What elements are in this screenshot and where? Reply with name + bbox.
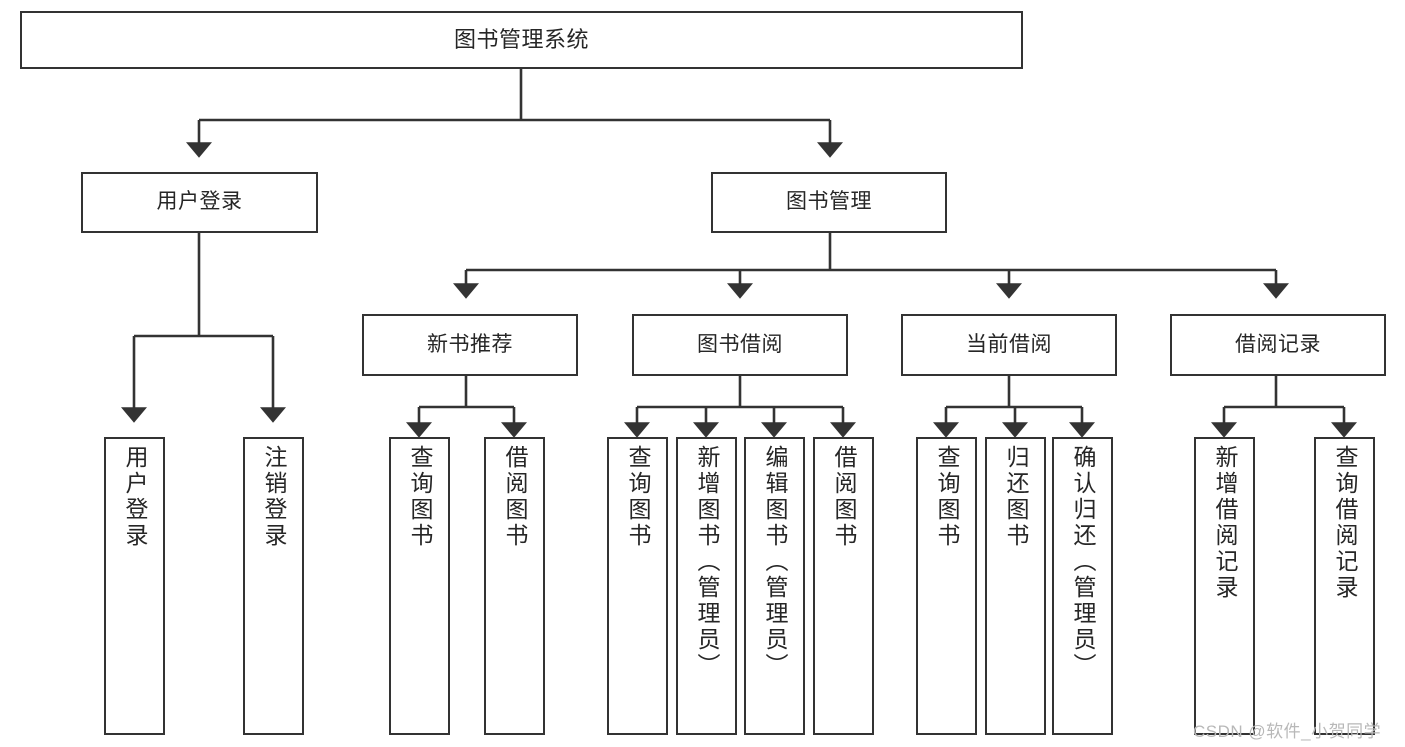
node-user-login-label: 用户登录 xyxy=(156,190,243,214)
leaf-nb-query-book[interactable]: 查询图书 xyxy=(389,437,450,735)
leaf-cb-return-book[interactable]: 归还图书 xyxy=(985,437,1046,735)
leaf-cb-confirm-return[interactable]: 确认归还（管理员） xyxy=(1052,437,1113,735)
node-current-borrow[interactable]: 当前借阅 xyxy=(901,314,1117,376)
leaf-br-query-record[interactable]: 查询借阅记录 xyxy=(1314,437,1375,735)
leaf-bb-query-book-label: 查询图书 xyxy=(625,445,651,549)
leaf-cb-query-book[interactable]: 查询图书 xyxy=(916,437,977,735)
leaf-bb-borrow-book-label: 借阅图书 xyxy=(831,445,857,549)
leaf-user-login[interactable]: 用户登录 xyxy=(104,437,165,735)
node-book-manage[interactable]: 图书管理 xyxy=(711,172,947,233)
leaf-bb-borrow-book[interactable]: 借阅图书 xyxy=(813,437,874,735)
leaf-nb-borrow-book-label: 借阅图书 xyxy=(502,445,528,549)
node-borrow-record[interactable]: 借阅记录 xyxy=(1170,314,1386,376)
node-root-system-label: 图书管理系统 xyxy=(453,27,589,53)
node-current-borrow-label: 当前借阅 xyxy=(966,332,1052,356)
node-root-system[interactable]: 图书管理系统 xyxy=(20,11,1023,69)
leaf-nb-query-book-label: 查询图书 xyxy=(407,445,433,549)
leaf-bb-add-book[interactable]: 新增图书（管理员） xyxy=(676,437,737,735)
leaf-bb-query-book[interactable]: 查询图书 xyxy=(607,437,668,735)
leaf-bb-edit-book[interactable]: 编辑图书（管理员） xyxy=(744,437,805,735)
node-book-borrow[interactable]: 图书借阅 xyxy=(632,314,848,376)
leaf-cb-query-book-label: 查询图书 xyxy=(934,445,960,549)
leaf-cb-return-book-label: 归还图书 xyxy=(1003,445,1029,549)
node-new-book-recommend[interactable]: 新书推荐 xyxy=(362,314,578,376)
leaf-br-add-record[interactable]: 新增借阅记录 xyxy=(1194,437,1255,735)
node-book-borrow-label: 图书借阅 xyxy=(697,332,783,356)
leaf-br-add-record-label: 新增借阅记录 xyxy=(1212,445,1238,601)
leaf-bb-edit-book-label: 编辑图书（管理员） xyxy=(762,445,788,679)
leaf-bb-add-book-label: 新增图书（管理员） xyxy=(694,445,720,679)
leaf-user-login-label: 用户登录 xyxy=(122,445,148,549)
leaf-logout-label: 注销登录 xyxy=(261,445,287,549)
node-book-manage-label: 图书管理 xyxy=(786,190,872,214)
csdn-watermark: CSDN @软件_小贺同学 xyxy=(1193,722,1382,741)
node-borrow-record-label: 借阅记录 xyxy=(1235,332,1321,356)
node-new-book-recommend-label: 新书推荐 xyxy=(427,332,513,356)
leaf-nb-borrow-book[interactable]: 借阅图书 xyxy=(484,437,545,735)
leaf-br-query-record-label: 查询借阅记录 xyxy=(1332,445,1358,601)
leaf-cb-confirm-return-label: 确认归还（管理员） xyxy=(1070,445,1096,679)
node-user-login[interactable]: 用户登录 xyxy=(81,172,318,233)
leaf-logout[interactable]: 注销登录 xyxy=(243,437,304,735)
